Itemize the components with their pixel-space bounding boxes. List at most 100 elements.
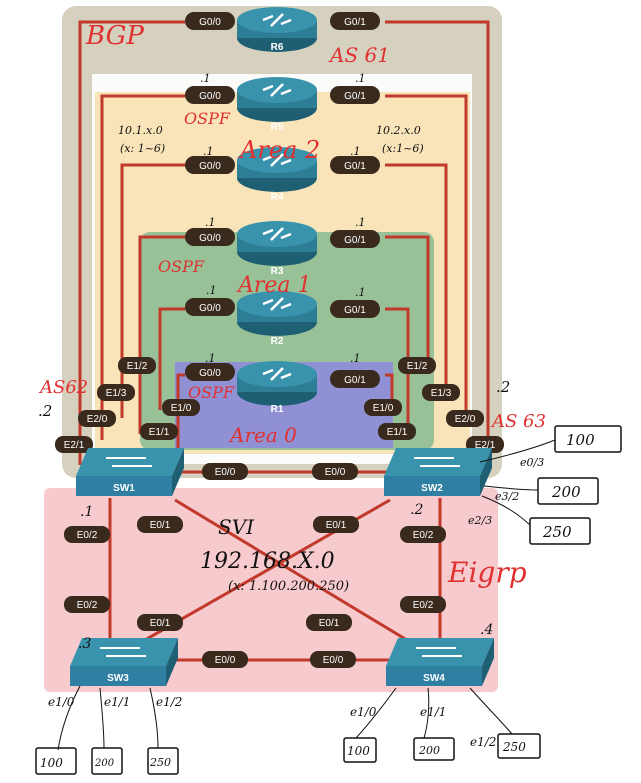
sw3-e10-label: e1/0 xyxy=(48,695,75,709)
sw4-e02-label: E0/2 xyxy=(413,600,434,611)
r6-g01-label: G0/1 xyxy=(344,17,366,28)
sw3-label: SW3 xyxy=(107,673,129,684)
sw3-box1-label: 100 xyxy=(40,756,63,770)
switch-sw2[interactable]: SW2 xyxy=(384,448,492,496)
switch-sw3[interactable]: SW3 xyxy=(70,638,178,686)
router-ports: G0/0 G0/1 G0/0 G0/1 G0/0 G0/1 G0/0 G0/1 … xyxy=(185,12,380,388)
sw3-e02-label: E0/2 xyxy=(77,600,98,611)
sw3-box3-label: 250 xyxy=(149,756,171,769)
router-r1-label: R1 xyxy=(271,404,284,415)
net-left-range-label: (x: 1~6) xyxy=(120,142,165,155)
router-cables xyxy=(78,20,490,465)
net-right-label: 10.2.x.0 xyxy=(376,124,421,137)
r2-left-ip: .1 xyxy=(206,284,217,297)
sw1-e01-label: E0/1 xyxy=(150,520,171,531)
as63-label: AS 63 xyxy=(490,411,546,432)
svi-range-label: (x: 1.100.200.250) xyxy=(228,579,349,594)
sw2-box3-label: 250 xyxy=(542,523,572,541)
sw3-e12-label: e1/2 xyxy=(156,695,182,709)
r4-left-ip: .1 xyxy=(203,145,214,158)
sw2-e12-label: E1/2 xyxy=(407,361,428,372)
lower-ports: E0/0 E0/0 E0/1 E0/1 E0/2 E0/2 E0/2 E0/2 … xyxy=(64,463,446,668)
sw3-e11-label: e1/1 xyxy=(104,695,130,709)
svi-net-label: 192.168.X.0 xyxy=(200,549,335,574)
ospf-area2-label: OSPF xyxy=(184,109,231,128)
bgp-label: BGP xyxy=(85,21,144,51)
sw4-e00-label: E0/0 xyxy=(323,655,344,666)
r1-left-ip: .1 xyxy=(205,352,216,365)
sw2-e01-label: E0/1 xyxy=(326,520,347,531)
r4-right-ip: .1 xyxy=(350,145,361,158)
sw1-label: SW1 xyxy=(113,483,135,494)
r2-g01-label: G0/1 xyxy=(344,305,366,316)
black-annotations: 10.1.x.0 (x: 1~6) 10.2.x.0 (x:1~6) .2 .2… xyxy=(38,124,544,749)
sw2-box1-label: 100 xyxy=(566,431,595,449)
sw4-e01-label: E0/1 xyxy=(319,618,340,629)
sw3-e01-label: E0/1 xyxy=(150,618,171,629)
sw2-e03-label: e0/3 xyxy=(520,456,544,469)
r2-g00-label: G0/0 xyxy=(199,303,221,314)
router-r2[interactable]: R2 xyxy=(237,291,317,347)
as62-label: AS62 xyxy=(38,377,88,398)
switch-sw1[interactable]: SW1 xyxy=(76,448,184,496)
r2-right-ip: .1 xyxy=(355,286,366,299)
sw4-e12-label: e1/2 xyxy=(470,735,496,749)
sw2-e00-label: E0/0 xyxy=(325,467,346,478)
r1-right-ip: .1 xyxy=(350,352,361,365)
sw2-e32-label: e3/2 xyxy=(495,490,519,503)
router-r6-label: R6 xyxy=(271,42,284,53)
sw1-e12-label: E1/2 xyxy=(127,361,148,372)
sw2-box2-label: 200 xyxy=(551,483,581,501)
r3-g01-label: G0/1 xyxy=(344,235,366,246)
sw1-ip-label: .1 xyxy=(80,504,93,520)
router-r5-label: R5 xyxy=(271,122,284,133)
area1-label: Area 1 xyxy=(236,273,312,298)
r5-left-ip: .1 xyxy=(200,72,211,85)
sw3-e00-label: E0/0 xyxy=(215,655,236,666)
sw4-box1-label: 100 xyxy=(347,744,370,758)
sw3-box2-label: 200 xyxy=(94,758,115,769)
access-link-lines xyxy=(57,439,556,751)
r3-g00-label: G0/0 xyxy=(199,233,221,244)
r5-g00-label: G0/0 xyxy=(199,91,221,102)
as62-ip-label: .2 xyxy=(38,402,52,420)
sw2-label: SW2 xyxy=(421,483,443,494)
router-r3[interactable]: R3 xyxy=(237,221,317,277)
svi-label: SVI xyxy=(218,515,255,539)
sw2-e21-label: E2/1 xyxy=(475,440,496,451)
r1-g00-label: G0/0 xyxy=(199,368,221,379)
sw2-ip-label: .2 xyxy=(410,502,423,518)
eigrp-label: Eigrp xyxy=(447,556,527,589)
r5-g01-label: G0/1 xyxy=(344,91,366,102)
router-r5[interactable]: R5 xyxy=(237,77,317,133)
router-ip-labels: .1 .1 .1 .1 .1 .1 .1 .1 .1 .1 xyxy=(200,72,366,365)
switch-sw4[interactable]: SW4 xyxy=(386,638,494,686)
sw4-box3-label: 250 xyxy=(502,740,526,754)
router-r4[interactable]: R4 xyxy=(237,147,317,203)
sw4-box2-label: 200 xyxy=(418,744,440,757)
router-r1[interactable]: R1 xyxy=(237,361,317,415)
ospf-area1-label: OSPF xyxy=(158,257,205,276)
sw2-ports: E1/2 E1/3 E2/0 E2/1 E1/0 E1/1 xyxy=(364,357,504,453)
sw3-ip-label: .3 xyxy=(78,636,91,652)
sw2-e10-label: E1/0 xyxy=(373,403,394,414)
sw1-e00-label: E0/0 xyxy=(215,467,236,478)
sw1-e10-label: E1/0 xyxy=(171,403,192,414)
router-r3-label: R3 xyxy=(271,266,284,277)
area2-label: Area 2 xyxy=(238,136,320,164)
r4-g00-label: G0/0 xyxy=(199,161,221,172)
sw1-e21-label: E2/1 xyxy=(64,440,85,451)
sw2-e11-label: E1/1 xyxy=(387,427,408,438)
r3-right-ip: .1 xyxy=(355,216,366,229)
sw4-e10-label: e1/0 xyxy=(350,705,377,719)
router-r2-label: R2 xyxy=(271,336,284,347)
sw4-e11-label: e1/1 xyxy=(420,705,446,719)
sw1-e02-label: E0/2 xyxy=(77,530,98,541)
sw2-e02-label: E0/2 xyxy=(413,530,434,541)
sw2-e13-label: E1/3 xyxy=(431,388,452,399)
r1-g01-label: G0/1 xyxy=(344,375,366,386)
sw2-e23-label: e2/3 xyxy=(468,514,492,527)
router-r6[interactable]: R6 xyxy=(237,7,317,53)
as63-ip-label: .2 xyxy=(496,378,510,396)
